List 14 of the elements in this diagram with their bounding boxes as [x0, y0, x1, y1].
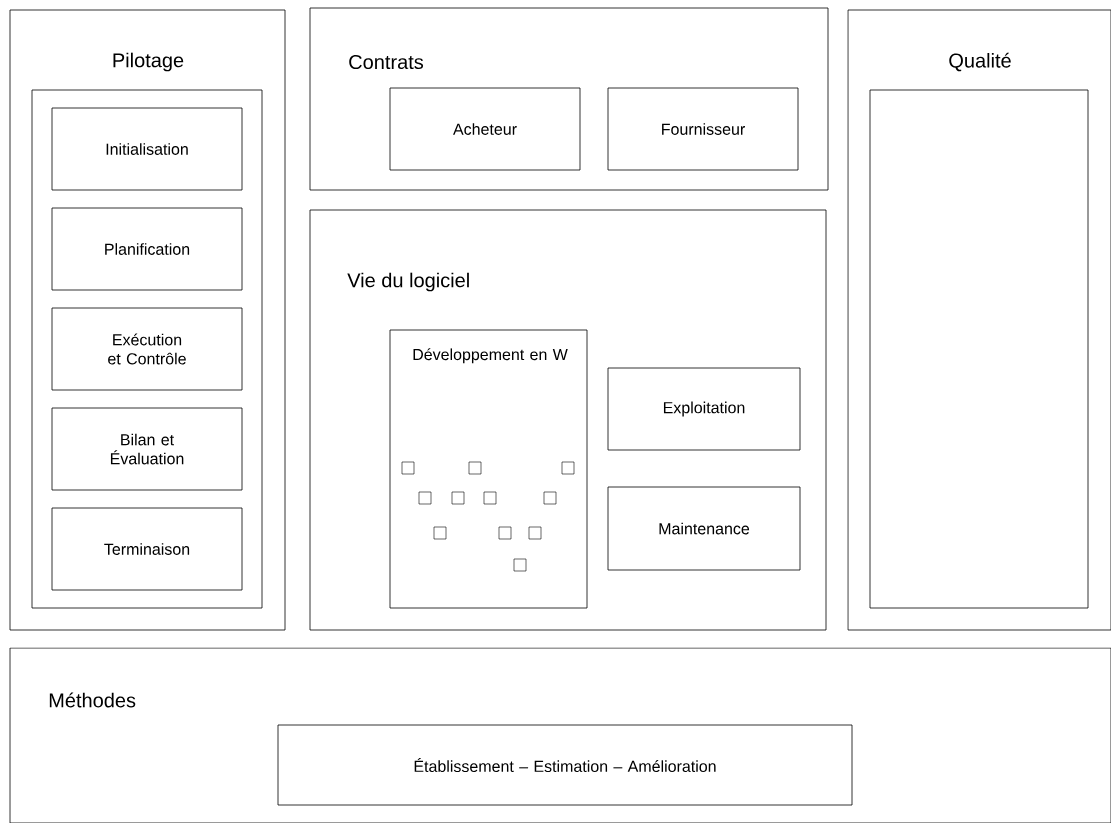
process-box: Exécution et Contrôle [51, 307, 243, 391]
process-box: Bilan et Évaluation [51, 407, 243, 491]
process-box: Établissement – Estimation – Amélioration [277, 724, 853, 806]
group-box: Qualité [847, 9, 1111, 631]
process-box: Maintenance [607, 486, 801, 571]
process-box: Acheteur [389, 87, 581, 171]
empty-box [869, 89, 1089, 609]
process-box: Fournisseur [607, 87, 799, 171]
process-box: Planification [51, 207, 243, 291]
process-box: Initialisation [51, 107, 243, 191]
process-box: Exploitation [607, 367, 801, 451]
group-box: Développement en W [389, 329, 588, 609]
empty-box [31, 89, 263, 609]
process-box: Terminaison [51, 507, 243, 591]
